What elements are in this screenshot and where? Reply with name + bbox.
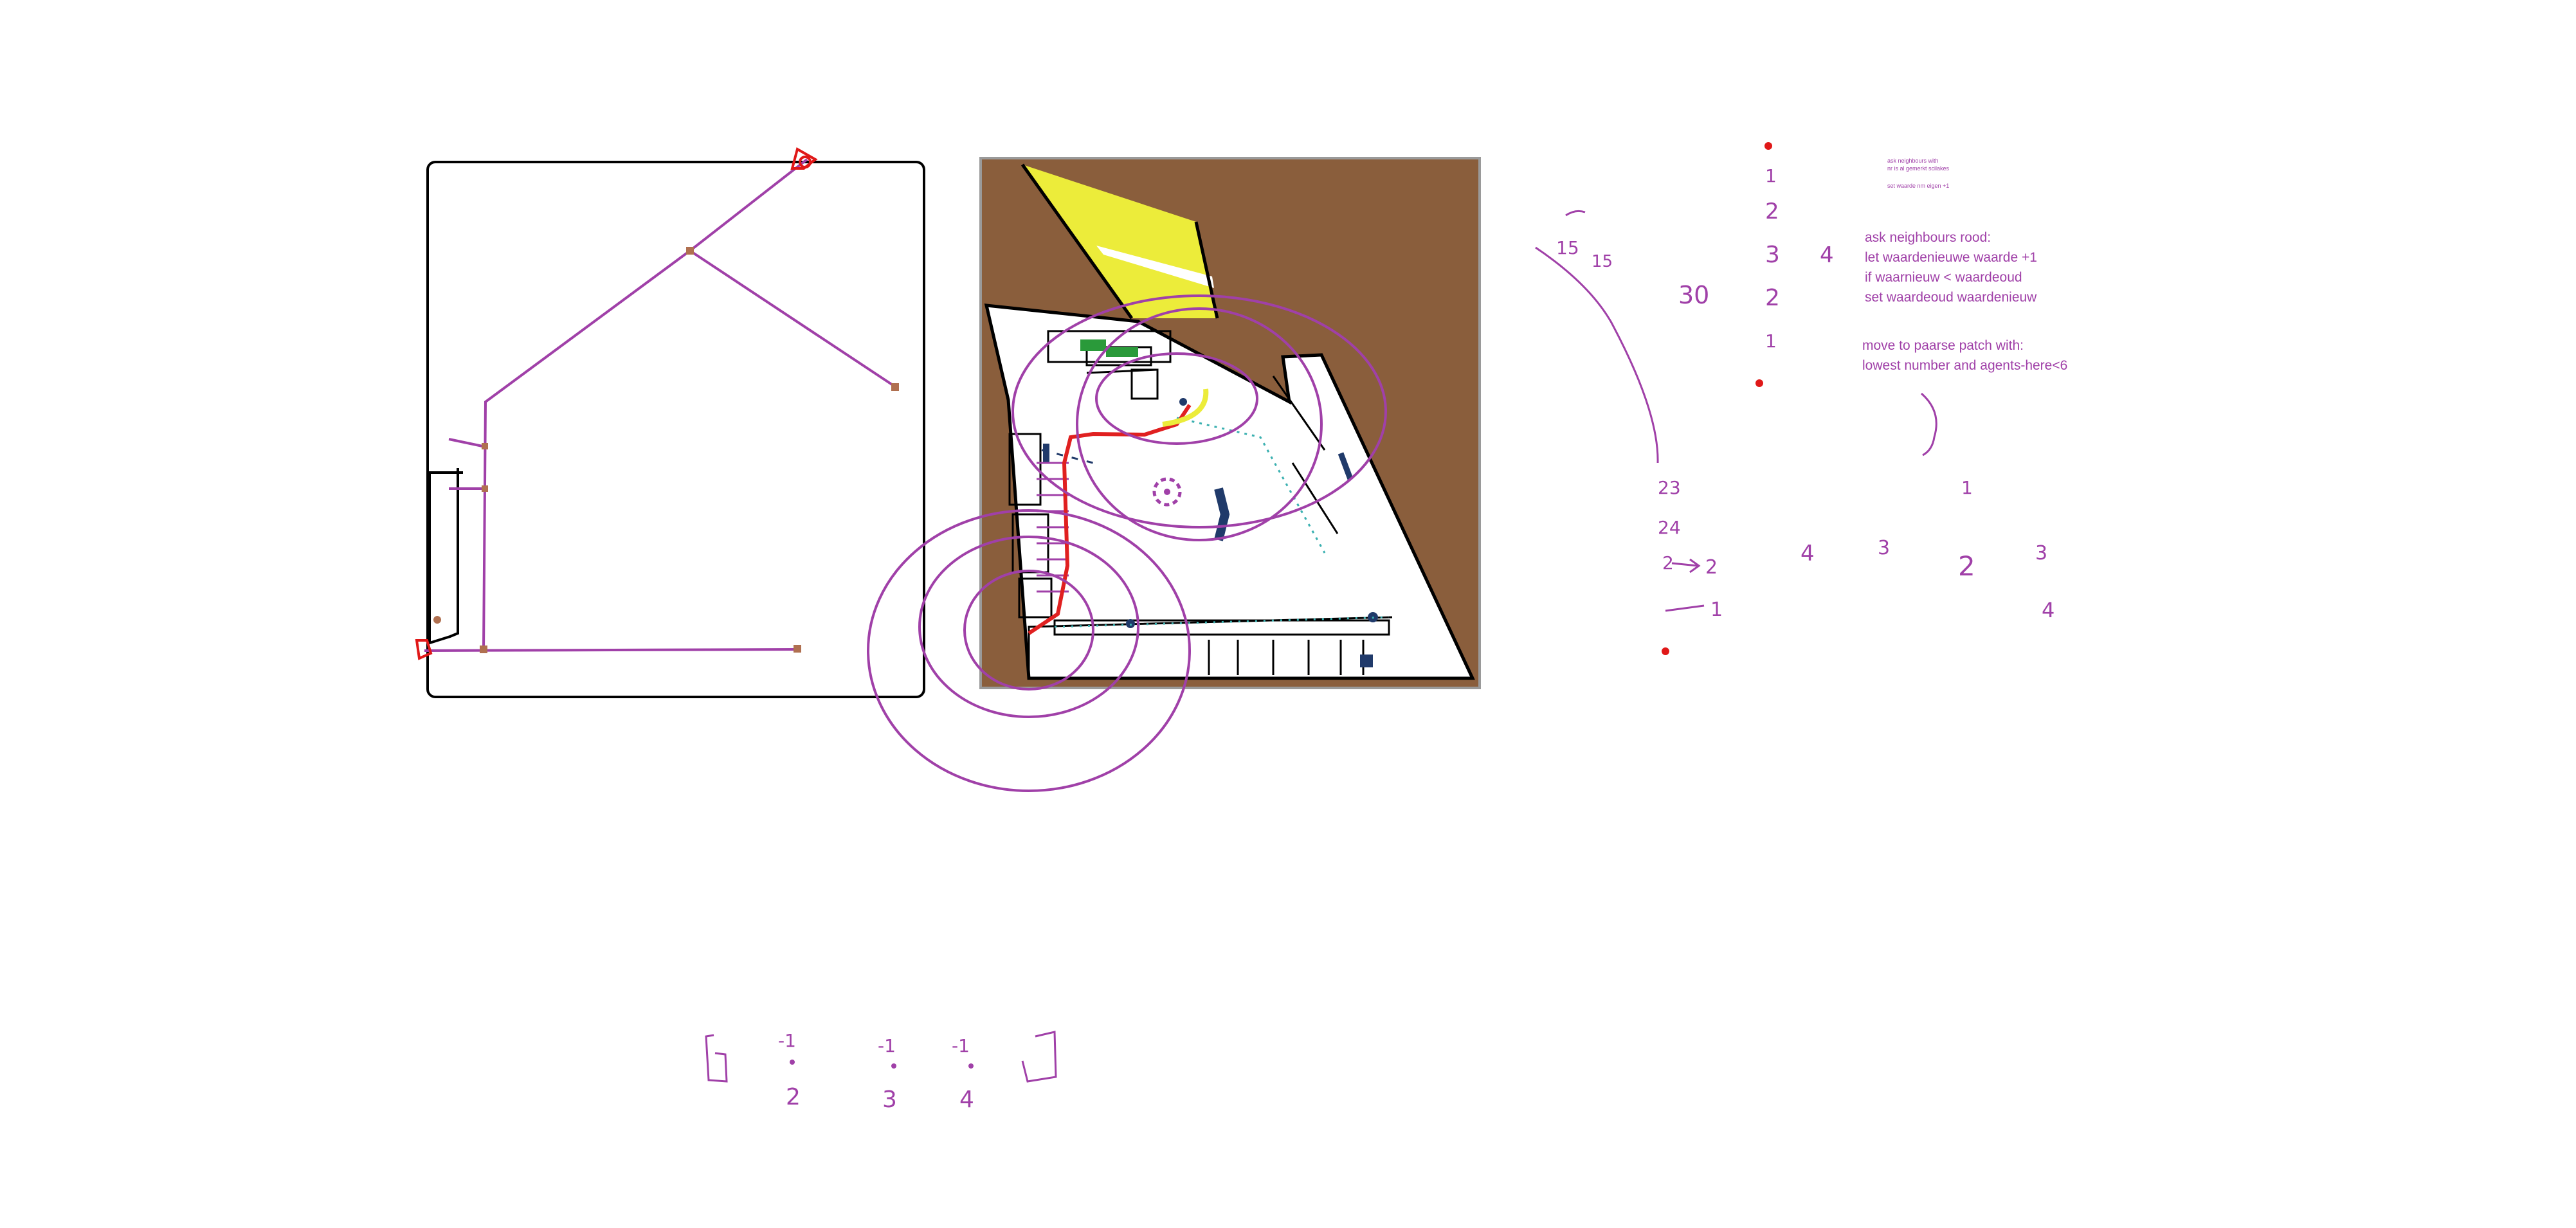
graph-edge bbox=[689, 158, 808, 252]
building-walls bbox=[1008, 330, 1390, 675]
obstacle bbox=[1126, 619, 1135, 628]
exit-marker bbox=[790, 147, 818, 170]
mark-15: 15 bbox=[1592, 252, 1613, 271]
svg-text:1: 1 bbox=[1710, 599, 1723, 621]
svg-text:3: 3 bbox=[1878, 537, 1890, 559]
exit-marker bbox=[799, 156, 812, 168]
graph-edges bbox=[424, 158, 897, 652]
mark-30: 30 bbox=[1678, 281, 1709, 309]
obstacle bbox=[1080, 339, 1106, 351]
svg-text:4: 4 bbox=[1820, 242, 1834, 268]
small-note-2: nr is al gemerkt scilakes bbox=[1887, 165, 1950, 172]
svg-text:4: 4 bbox=[1800, 541, 1815, 566]
obstacle bbox=[1179, 398, 1187, 406]
svg-text:23: 23 bbox=[1658, 477, 1681, 498]
graph-nodes bbox=[433, 247, 899, 653]
pseudocode-line-2: let waardenieuwe waarde +1 bbox=[1865, 250, 2037, 265]
graph-edge bbox=[482, 249, 691, 650]
range-ring bbox=[1095, 352, 1258, 445]
red-dot bbox=[1755, 379, 1763, 387]
target-patch bbox=[1152, 477, 1182, 507]
right-numbers: 1 4 3 2 3 4 bbox=[1800, 477, 2054, 622]
exit-marker bbox=[415, 639, 433, 660]
svg-text:4: 4 bbox=[959, 1087, 974, 1113]
pseudocode-line-1: ask neighbours rood: bbox=[1865, 230, 1991, 245]
svg-text:2: 2 bbox=[1958, 550, 1975, 582]
agent-trails bbox=[1041, 417, 1390, 628]
range-rings bbox=[867, 294, 1387, 792]
graph-node bbox=[433, 616, 441, 624]
floor-area bbox=[984, 303, 1475, 680]
obstacle bbox=[1214, 487, 1230, 541]
column-left: 23 24 2 2 1 bbox=[1658, 477, 1723, 655]
graph-node bbox=[891, 383, 899, 391]
graph-node bbox=[482, 443, 488, 449]
graph-node bbox=[686, 247, 694, 255]
pseudocode-line-4: set waardeoud waardenieuw bbox=[1865, 290, 2037, 305]
curve-stroke bbox=[1565, 210, 1586, 217]
graph-edge bbox=[448, 438, 486, 448]
obstacle bbox=[1360, 655, 1373, 667]
small-note-1: ask neighbours with bbox=[1887, 158, 1939, 164]
svg-text:1: 1 bbox=[1765, 165, 1777, 186]
obstacle bbox=[1338, 452, 1354, 480]
yellow-walls bbox=[1020, 163, 1219, 320]
small-note-3: set waarde nm eigen +1 bbox=[1887, 183, 1950, 189]
graph-frame bbox=[426, 161, 925, 698]
graph-node bbox=[794, 645, 801, 653]
target-patch-center bbox=[1164, 489, 1170, 495]
bracket-stroke bbox=[1921, 392, 1937, 456]
arrow-stroke bbox=[1671, 558, 1701, 573]
svg-text:2: 2 bbox=[786, 1084, 801, 1110]
obstacle bbox=[1106, 347, 1138, 357]
red-dot bbox=[1662, 647, 1669, 655]
obstacle bbox=[1043, 444, 1049, 463]
svg-text:3: 3 bbox=[882, 1087, 897, 1113]
graph-sketch bbox=[415, 147, 925, 698]
red-dot bbox=[1764, 142, 1772, 150]
svg-text:1: 1 bbox=[1961, 477, 1973, 498]
curve-stroke bbox=[1535, 246, 1659, 464]
pseudocode-line-3: if waarnieuw < waardeoud bbox=[1865, 270, 2022, 285]
handwritten-sketch: 15 15 30 1 2 3 4 2 1 23 24 2 2 1 1 4 3 bbox=[1535, 142, 2054, 655]
scribble-stroke bbox=[1665, 604, 1705, 612]
light-stripe bbox=[1096, 246, 1214, 288]
yellow-zone bbox=[1022, 165, 1217, 318]
svg-text:1: 1 bbox=[1765, 330, 1777, 352]
range-ring bbox=[963, 570, 1094, 691]
simulation-map bbox=[979, 157, 1481, 689]
svg-text:2: 2 bbox=[1765, 199, 1779, 224]
range-ring bbox=[918, 536, 1139, 718]
svg-text:2: 2 bbox=[1705, 556, 1718, 579]
range-ring bbox=[867, 509, 1191, 792]
svg-text:-1: -1 bbox=[778, 1030, 796, 1051]
bottom-sketch: -1 2 -1 3 -1 4 bbox=[705, 1030, 1057, 1113]
svg-text:4: 4 bbox=[2042, 598, 2054, 622]
svg-text:3: 3 bbox=[1765, 242, 1780, 268]
endpoint-markers bbox=[415, 147, 818, 660]
range-ring bbox=[1011, 294, 1387, 528]
pseudocode-line-6: lowest number and agents-here<6 bbox=[1862, 358, 2068, 373]
svg-text:-1: -1 bbox=[952, 1035, 970, 1056]
mark-15: 15 bbox=[1556, 237, 1579, 258]
svg-text:-1: -1 bbox=[878, 1035, 896, 1056]
bracket-left bbox=[705, 1034, 728, 1083]
svg-text:3: 3 bbox=[2035, 542, 2047, 564]
pseudocode-line-5: move to paarse patch with: bbox=[1862, 338, 2024, 353]
yellow-path bbox=[1162, 388, 1209, 427]
bracket-right bbox=[1021, 1031, 1057, 1083]
column-right: 1 2 3 4 2 1 bbox=[1755, 142, 1834, 387]
graph-edge bbox=[689, 249, 897, 388]
svg-text:24: 24 bbox=[1658, 517, 1681, 538]
range-ring bbox=[1076, 307, 1323, 541]
evacuation-route bbox=[1028, 404, 1192, 635]
wall-stub bbox=[428, 468, 463, 645]
graph-node bbox=[482, 485, 488, 492]
svg-text:2: 2 bbox=[1765, 285, 1780, 311]
svg-text:2: 2 bbox=[1662, 552, 1674, 573]
graph-node bbox=[480, 646, 487, 653]
